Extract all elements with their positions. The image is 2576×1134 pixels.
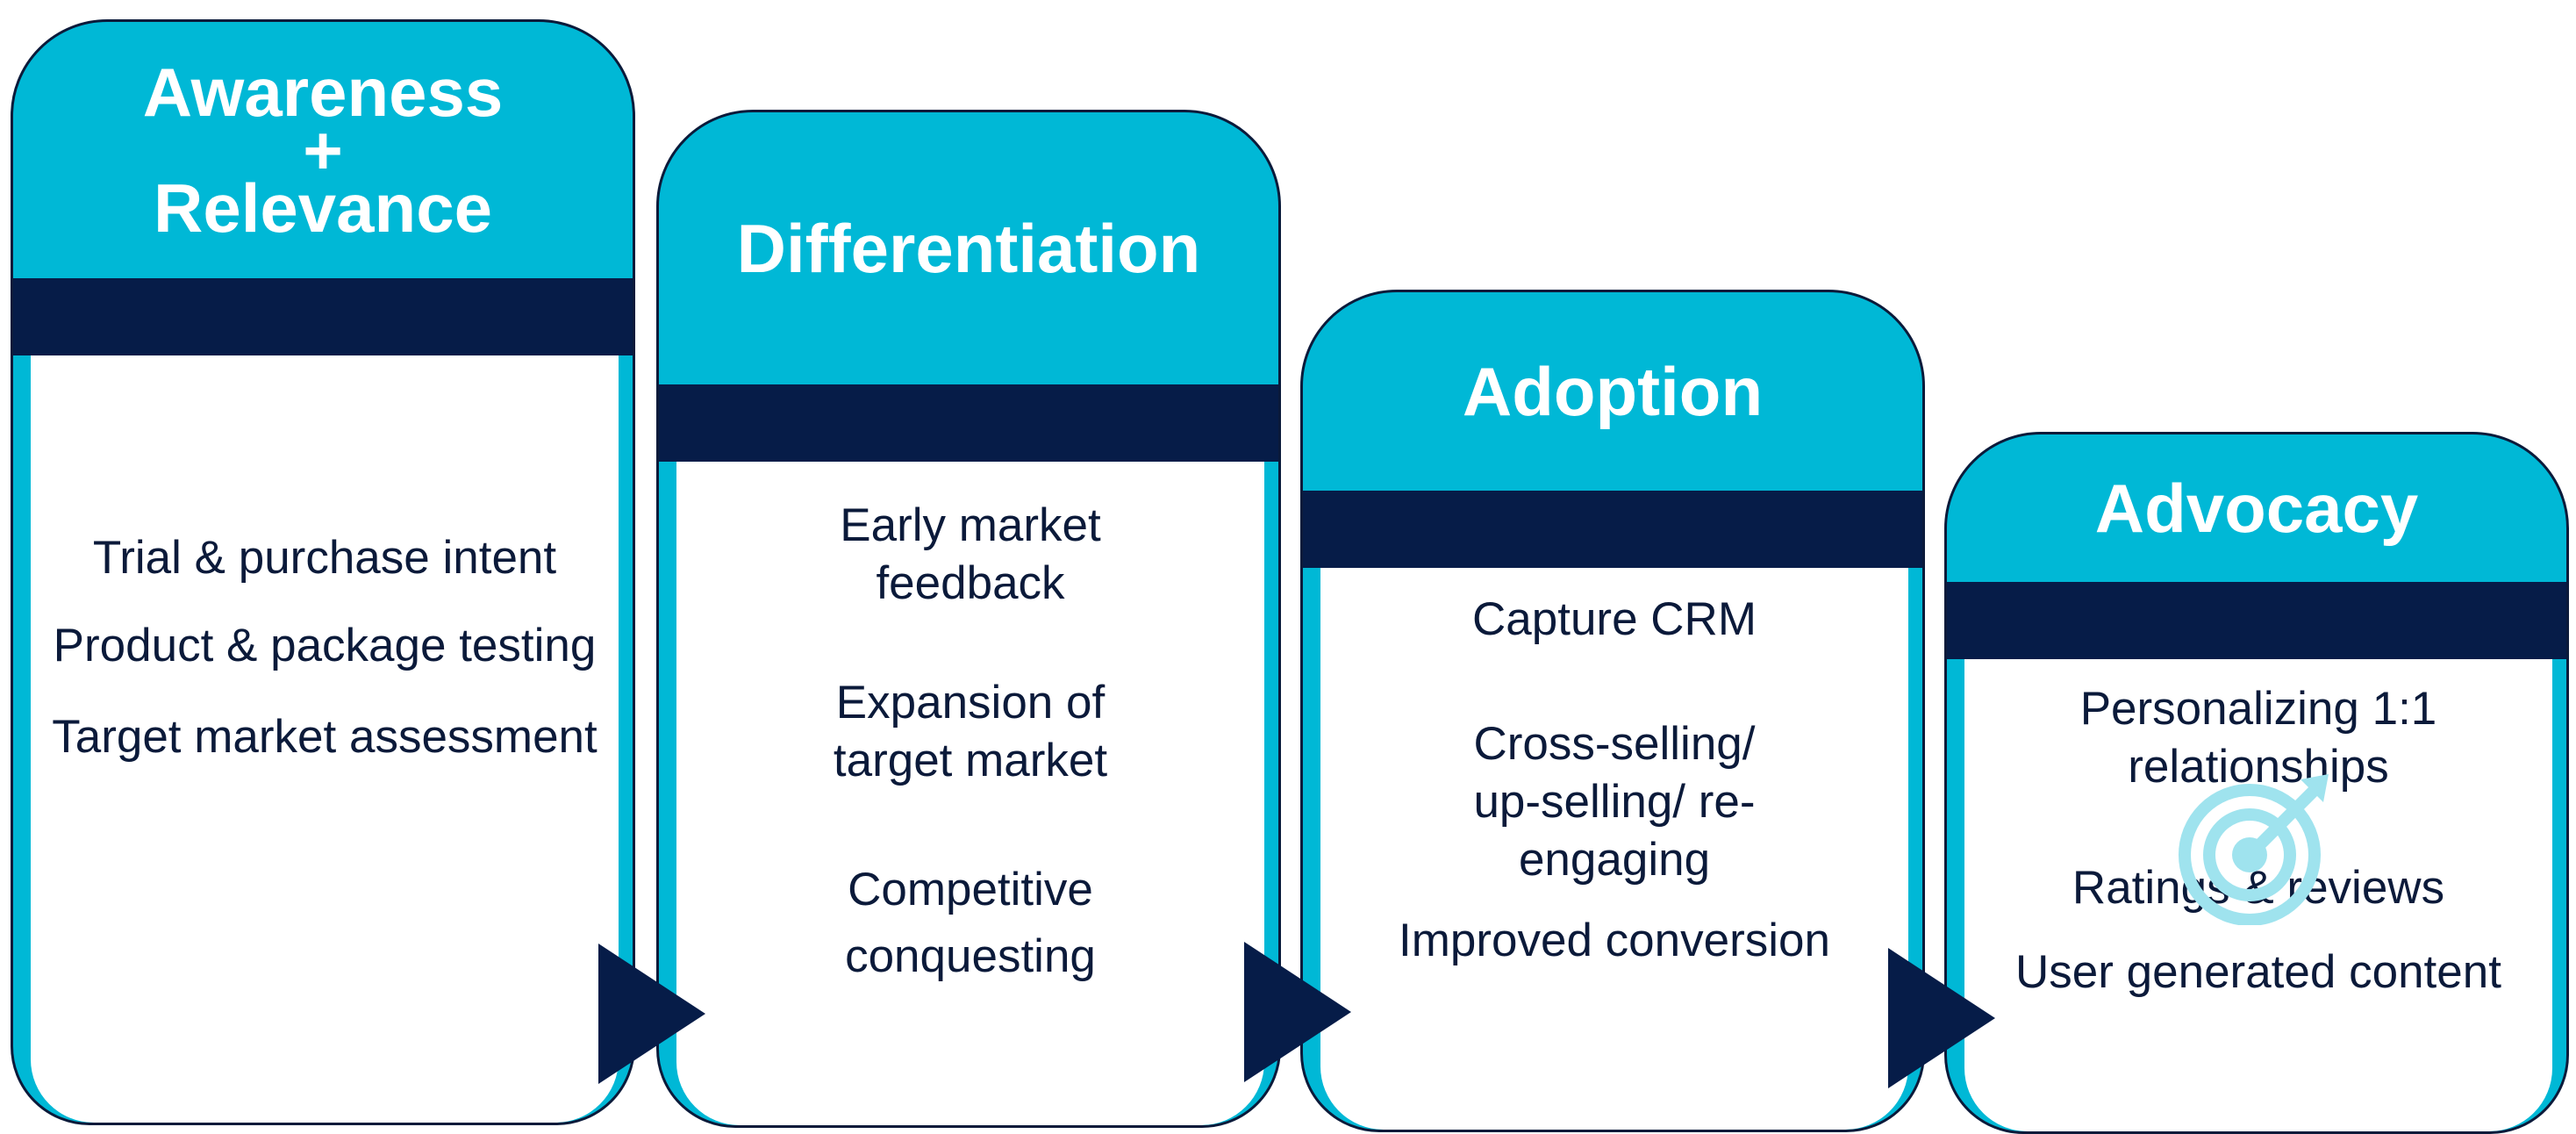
stage-band	[13, 278, 633, 355]
triangle-arrow-icon	[598, 944, 705, 1084]
stage-body-advocacy: Personalizing 1:1 relationships Ratings …	[1964, 659, 2552, 1131]
stage-card-awareness: Awareness + Relevance Trial & purchase i…	[11, 19, 635, 1125]
stage-card-differentiation: Differentiation Early market feedback Ex…	[656, 110, 1281, 1128]
stage-item: User generated content	[2015, 946, 2501, 998]
stage-item: Trial & purchase intent	[92, 532, 557, 584]
target-icon	[2179, 774, 2329, 925]
stage-band	[1947, 582, 2566, 659]
stage-band	[1303, 491, 1922, 568]
triangle-arrow-icon	[1244, 942, 1351, 1082]
triangle-arrow-icon	[1888, 948, 1995, 1088]
stage-item: Personalizing 1:1 relationships	[2079, 683, 2437, 793]
stage-item: Improved conversion	[1399, 915, 1830, 966]
stage-item: Expansion of target market	[833, 677, 1108, 786]
stage-band	[659, 384, 1278, 462]
stage-title-line: +	[303, 111, 343, 189]
stage-item: Competitive conquesting	[845, 864, 1096, 982]
stage-item: Target market assessment	[52, 711, 597, 763]
stage-body-differentiation: Early market feedback Expansion of targe…	[676, 462, 1264, 1125]
stage-title-awareness: Awareness + Relevance	[13, 22, 633, 278]
stage-title-differentiation: Differentiation	[659, 112, 1278, 384]
stage-title-line: Adoption	[1462, 353, 1764, 430]
stage-body-awareness: Trial & purchase intent Product & packag…	[31, 355, 619, 1123]
stage-card-adoption: Adoption Capture CRM Cross-selling/ up-s…	[1300, 290, 1925, 1132]
stage-item: Early market feedback	[840, 499, 1101, 609]
stage-title-advocacy: Advocacy	[1947, 434, 2566, 582]
stage-item: Cross-selling/ up-selling/ re-engaging	[1473, 718, 1756, 886]
stage-title-line: Awareness	[142, 54, 504, 131]
stage-item: Capture CRM	[1472, 593, 1757, 645]
stage-title-line: Advocacy	[2094, 470, 2419, 547]
stage-item: Ratings & reviews	[2072, 862, 2445, 914]
stage-body-adoption: Capture CRM Cross-selling/ up-selling/ r…	[1320, 568, 1908, 1130]
funnel-diagram: Awareness + Relevance Trial & purchase i…	[11, 19, 2569, 1134]
stage-title-line: Differentiation	[736, 210, 1201, 287]
stage-title-adoption: Adoption	[1303, 292, 1922, 491]
stage-item: Product & package testing	[53, 620, 597, 671]
stage-card-advocacy: Advocacy Personalizing 1:1 relationships…	[1944, 432, 2569, 1134]
stage-title-line: Relevance	[154, 169, 492, 247]
